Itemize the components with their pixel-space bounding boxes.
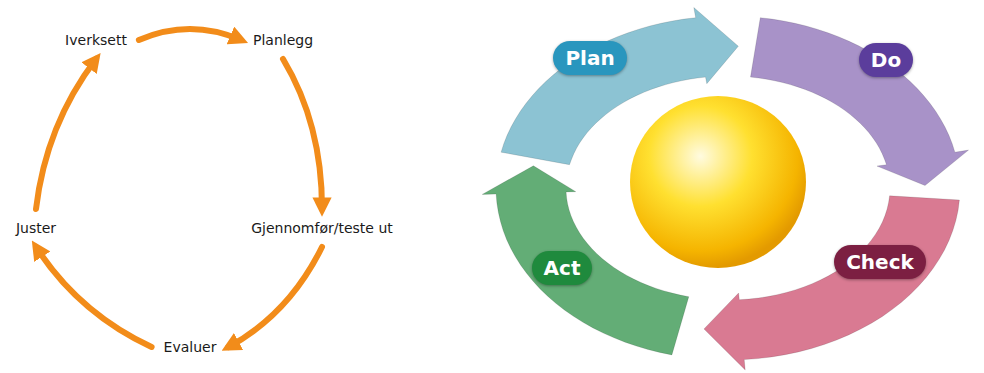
cycle-band: Do xyxy=(859,43,913,77)
phase-label: Act xyxy=(532,251,593,285)
cycle-arrow xyxy=(36,59,96,209)
cycle-band: Check xyxy=(834,245,926,279)
cycle-band: Act xyxy=(532,251,593,285)
phase-label: Plan xyxy=(553,41,626,75)
cycle-step: Evaluer xyxy=(161,337,220,357)
step-label: Evaluer xyxy=(161,337,220,357)
cycle-arrow xyxy=(36,247,152,347)
cycle-arrow xyxy=(283,59,322,209)
cycle-step: Juster xyxy=(13,218,59,238)
cycle-arrow xyxy=(228,247,322,347)
cycle-band: Plan xyxy=(553,41,626,75)
step-label: Gjennomfør/teste ut xyxy=(248,218,396,238)
step-label: Planlegg xyxy=(250,30,316,50)
phase-label: Do xyxy=(859,43,913,77)
cycle-arrow xyxy=(139,29,241,40)
step-label: Iverksett xyxy=(62,30,130,50)
cycle-step: Planlegg xyxy=(250,30,316,50)
cycle-step: Iverksett xyxy=(62,30,130,50)
center-sphere xyxy=(630,96,806,268)
phase-label: Check xyxy=(834,245,926,279)
step-label: Juster xyxy=(13,218,59,238)
cycle-step: Gjennomfør/teste ut xyxy=(248,218,396,238)
